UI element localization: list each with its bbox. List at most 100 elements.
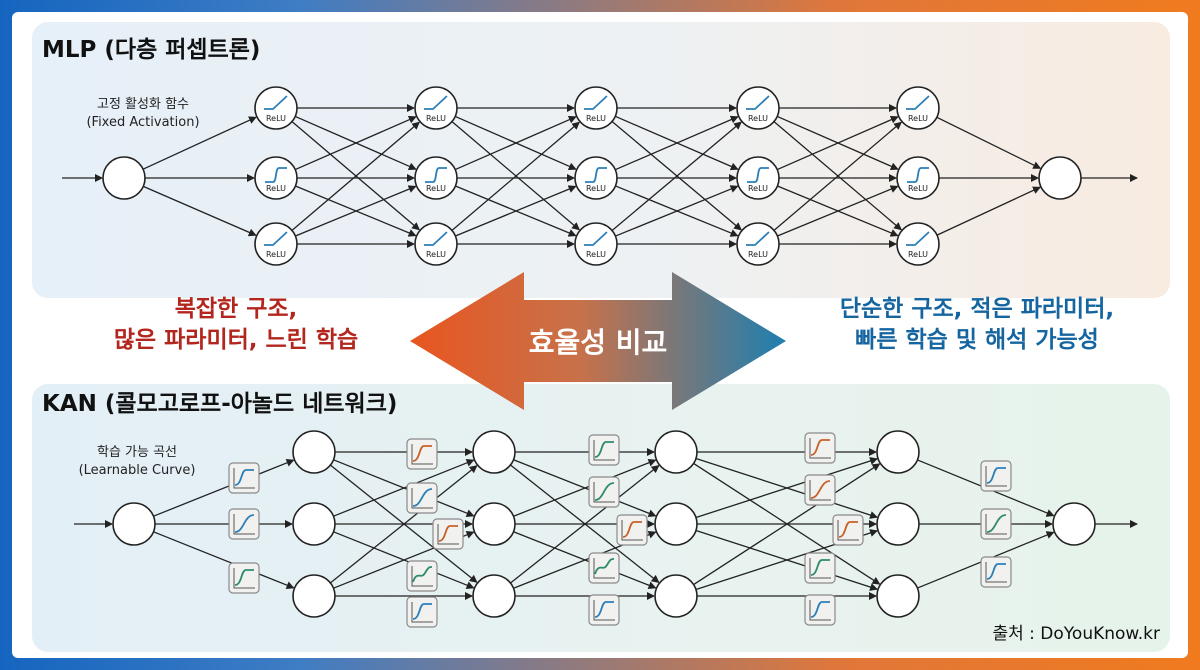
spline-curve-icon — [810, 559, 830, 576]
mlp-connection — [611, 121, 742, 231]
relu-curve-icon — [746, 95, 770, 110]
relu-label: ReLU — [748, 250, 768, 259]
relu-label: ReLU — [908, 184, 928, 193]
relu-curve-icon — [265, 167, 287, 183]
spline-curve-icon — [234, 469, 254, 486]
learnable-curve-box — [980, 556, 1012, 588]
learnable-curve-box — [804, 474, 836, 506]
mlp-relu-node: ReLU — [736, 222, 780, 266]
mlp-label-en: (Fixed Activation) — [86, 115, 200, 130]
mlp-connection — [615, 185, 739, 237]
kan-connection — [153, 459, 295, 517]
mlp-relu-node: ReLU — [254, 222, 298, 266]
curve-axes — [593, 558, 615, 579]
kan-connection — [333, 459, 475, 517]
curve-axes — [593, 600, 615, 621]
right-line-1: 단순한 구조, 적은 파라미터, — [839, 296, 1115, 322]
kan-node — [654, 574, 698, 618]
spline-curve-icon — [810, 480, 831, 499]
relu-label: ReLU — [908, 250, 928, 259]
mlp-relu-node: ReLU — [414, 86, 458, 130]
mlp-relu-node: ReLU — [896, 156, 940, 200]
learnable-curve-box — [804, 432, 836, 464]
learnable-curve-box — [832, 514, 864, 546]
comparison-double-arrow — [410, 272, 786, 410]
mlp-connection — [615, 115, 739, 171]
kan-title: KAN (콜모고로프-아놀드 네트워크) — [42, 391, 398, 417]
mlp-relu-node: ReLU — [736, 86, 780, 130]
comparison-center-label: 효율성 비교 — [529, 326, 668, 359]
mlp-connection — [143, 185, 257, 237]
curve-axes — [411, 602, 433, 623]
learnable-curve-box — [432, 518, 464, 550]
relu-curve-icon — [585, 167, 607, 183]
learnable-curve-box — [980, 508, 1012, 540]
learnable-curve-box — [228, 562, 260, 594]
relu-label: ReLU — [908, 114, 928, 123]
mlp-label-ko: 고정 활성화 함수 — [97, 97, 189, 112]
relu-label: ReLU — [748, 114, 768, 123]
mlp-relu-node: ReLU — [736, 156, 780, 200]
kan-connection — [329, 465, 478, 584]
relu-label: ReLU — [748, 184, 768, 193]
spline-curve-icon — [594, 601, 614, 618]
mlp-activation-label: 고정 활성화 함수 (Fixed Activation) — [58, 96, 228, 132]
spline-curve-icon — [412, 566, 433, 583]
curve-axes — [837, 520, 859, 541]
mlp-relu-node: ReLU — [574, 222, 618, 266]
learnable-curve-box — [980, 460, 1012, 492]
spline-curve-icon — [986, 514, 1007, 533]
kan-node — [292, 502, 336, 546]
kan-curve-label: 학습 가능 곡선 (Learnable Curve) — [52, 444, 222, 480]
relu-label: ReLU — [266, 250, 286, 259]
kan-node — [472, 430, 516, 474]
kan-connection — [510, 465, 660, 584]
curve-axes — [809, 558, 831, 579]
relu-label: ReLU — [586, 114, 606, 123]
mlp-connection — [295, 185, 417, 237]
kan-node — [876, 430, 920, 474]
spline-curve-icon — [234, 514, 255, 533]
left-line-2: 많은 파라미터, 느린 학습 — [113, 327, 359, 353]
kan-node — [654, 430, 698, 474]
kan-node — [654, 502, 698, 546]
curve-axes — [411, 566, 433, 587]
mlp-relu-node: ReLU — [896, 86, 940, 130]
kan-input-node — [112, 502, 156, 546]
relu-label: ReLU — [426, 184, 446, 193]
mlp-relu-node: ReLU — [254, 86, 298, 130]
spline-curve-icon — [234, 569, 254, 586]
curve-axes — [985, 562, 1007, 583]
learnable-curve-box — [588, 434, 620, 466]
learnable-curve-box — [406, 482, 438, 514]
learnable-curve-box — [588, 476, 620, 508]
spline-curve-icon — [412, 445, 432, 462]
curve-axes — [809, 438, 831, 459]
source-credit: 출처 : DoYouKnow.kr — [992, 624, 1160, 644]
relu-curve-icon — [584, 231, 608, 246]
curve-axes — [233, 468, 255, 489]
kan-benefits-text: 단순한 구조, 적은 파라미터, 빠른 학습 및 해석 가능성 — [782, 294, 1172, 356]
curve-axes — [809, 480, 831, 501]
relu-curve-icon — [584, 95, 608, 110]
learnable-curve-box — [406, 560, 438, 592]
learnable-curve-box — [228, 462, 260, 494]
diagram-canvas: ReLU ReLU ReLU ReLU ReLU ReLU ReLU ReLU ReLU ReLU… — [12, 12, 1188, 658]
learnable-curve-box — [406, 596, 438, 628]
curve-axes — [593, 482, 615, 503]
learnable-curve-box — [804, 552, 836, 584]
learnable-curve-box — [804, 594, 836, 626]
kan-connection — [513, 458, 657, 517]
right-line-2: 빠른 학습 및 해석 가능성 — [855, 327, 1099, 353]
learnable-curve-box — [406, 438, 438, 470]
mlp-connection — [454, 115, 577, 171]
spline-curve-icon — [412, 603, 432, 620]
spline-curve-icon — [622, 521, 642, 538]
kan-nodes — [112, 430, 1096, 618]
relu-curve-icon — [747, 167, 769, 183]
spline-curve-icon — [986, 467, 1006, 484]
kan-node — [876, 574, 920, 618]
kan-connection — [693, 463, 881, 586]
spline-curve-icon — [594, 558, 615, 575]
